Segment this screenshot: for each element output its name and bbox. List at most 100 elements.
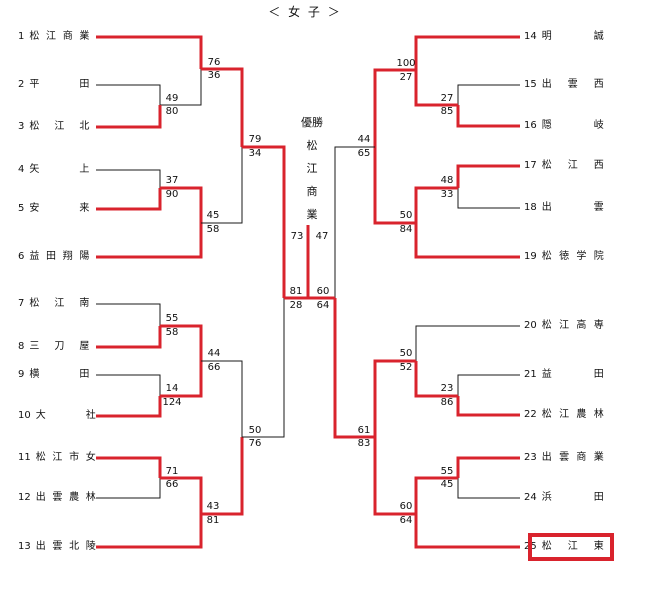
bracket-line (96, 478, 161, 499)
winner-path (96, 35, 203, 69)
score: 23 (440, 383, 454, 394)
winner-path (333, 298, 375, 439)
score: 71 (165, 466, 179, 477)
winner-path (96, 188, 162, 211)
winner-path (201, 67, 244, 147)
score: 60 (399, 501, 413, 512)
winner-path (96, 514, 203, 549)
bracket-line (242, 298, 285, 438)
score: 85 (440, 106, 454, 117)
score: 50 (399, 348, 413, 359)
winner-path (160, 361, 203, 398)
winner-path (414, 223, 520, 259)
winner-path (373, 147, 416, 225)
score: 49 (165, 93, 179, 104)
score: 66 (165, 479, 179, 490)
bracket-line (96, 169, 161, 188)
winner-path (373, 437, 416, 516)
score: 83 (357, 438, 371, 449)
score: 73 (290, 231, 304, 242)
score: 124 (162, 397, 182, 408)
winner-path (373, 359, 416, 437)
score: 36 (207, 70, 221, 81)
score: 100 (396, 58, 416, 69)
winner-path (96, 223, 203, 259)
winner-path (414, 35, 520, 70)
score: 66 (207, 362, 221, 373)
champion-char-2: 江 (306, 162, 318, 175)
score: 50 (248, 425, 262, 436)
champion-char-1: 松 (306, 139, 318, 152)
score: 47 (315, 231, 329, 242)
winner-path (96, 105, 162, 129)
score: 80 (165, 106, 179, 117)
score: 14 (165, 383, 179, 394)
champion-char-4: 業 (306, 208, 318, 221)
winner-path (414, 361, 458, 398)
score: 81 (206, 515, 220, 526)
score: 28 (289, 300, 303, 311)
score: 60 (316, 286, 330, 297)
score: 27 (399, 72, 413, 83)
bracket-line (457, 188, 520, 209)
winner-path (456, 105, 520, 128)
bracket-line (201, 147, 243, 224)
champion-char-3: 商 (306, 185, 318, 198)
score: 52 (399, 362, 413, 373)
winner-path (456, 456, 520, 478)
score: 64 (399, 515, 413, 526)
score: 79 (248, 134, 262, 145)
score: 65 (357, 148, 371, 159)
score: 86 (440, 397, 454, 408)
bracket-title: ＜ 女 子 ＞ (268, 5, 342, 19)
bracket-line (96, 303, 161, 326)
score: 76 (248, 438, 262, 449)
winner-path (414, 70, 458, 107)
score: 34 (248, 148, 262, 159)
winner-path (96, 456, 162, 478)
winner-path (456, 396, 520, 417)
bracket-line (96, 374, 161, 396)
winner-path (414, 514, 520, 549)
score: 64 (316, 300, 330, 311)
champion-label: 優勝 (301, 116, 323, 129)
score: 44 (207, 348, 221, 359)
score: 61 (357, 425, 371, 436)
score: 58 (165, 327, 179, 338)
score: 76 (207, 57, 221, 68)
score: 55 (165, 313, 179, 324)
score: 45 (440, 479, 454, 490)
winner-path (160, 476, 203, 514)
winner-path (160, 324, 203, 361)
winner-path (242, 145, 286, 298)
bracket-line (457, 84, 520, 105)
bracket-line (415, 325, 520, 361)
score: 45 (206, 210, 220, 221)
score: 81 (289, 286, 303, 297)
winner-path (160, 186, 203, 223)
winner-path (414, 476, 458, 514)
score: 37 (165, 175, 179, 186)
